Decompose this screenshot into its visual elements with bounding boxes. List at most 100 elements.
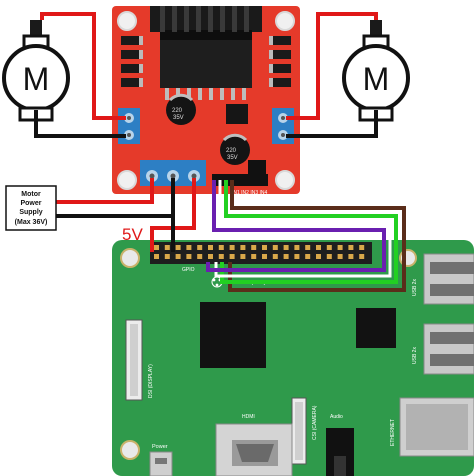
wire-motor-right-black: [286, 110, 378, 138]
gpio-pin: [348, 245, 354, 250]
chip-leg: [220, 88, 224, 100]
gpio-pin: [305, 254, 311, 259]
gpio-pin: [316, 245, 321, 250]
wire-motor-right-red: [286, 12, 378, 120]
gpio-label: GPIO: [182, 267, 195, 273]
diode-band: [269, 64, 273, 73]
diode: [269, 78, 291, 87]
gpio-pin: [348, 254, 354, 259]
diode-band: [269, 78, 273, 87]
capacitor-2: 220 35V: [220, 133, 250, 165]
wire-white: [214, 180, 392, 278]
heatsink-fin: [172, 6, 177, 32]
gpio-pin: [262, 254, 267, 259]
wire-purple: [206, 180, 386, 272]
diode: [121, 50, 143, 59]
heatsink-fin: [220, 6, 225, 32]
usb-port-top[interactable]: [423, 253, 474, 305]
gpio-pin: [272, 245, 278, 250]
power-port[interactable]: [149, 451, 173, 476]
gpio-pin: [251, 245, 257, 250]
input-pin-labels: IN1 IN2 IN3 IN4: [232, 190, 268, 196]
gpio-pin: [218, 254, 224, 259]
gpio-pin: [240, 254, 246, 259]
dsi-label: DSI (DISPLAY): [148, 364, 154, 398]
gpio-pin: [294, 254, 300, 259]
usb-controller-chip: [356, 308, 396, 348]
svg-text:35V: 35V: [173, 115, 184, 121]
motor-right-label: M: [363, 61, 390, 97]
svg-text:35V: 35V: [227, 155, 238, 161]
gpio-pin: [359, 245, 365, 250]
gpio-pin: [316, 254, 321, 259]
motor-left-label: M: [23, 61, 50, 97]
gpio-pin: [229, 254, 235, 259]
gpio-pin: [186, 254, 192, 259]
heatsink-fin: [184, 6, 189, 32]
gpio-pin: [175, 254, 181, 259]
gpio-pin: [262, 245, 267, 250]
gpio-pin: [337, 245, 343, 250]
diode: [269, 64, 291, 73]
gpio-pin: [208, 245, 213, 250]
motor-driver-board: 220 35V 220 35V: [112, 6, 300, 196]
diode-band: [139, 36, 143, 45]
gpio-pin: [283, 245, 289, 250]
diode: [121, 36, 143, 45]
svg-text:220: 220: [226, 148, 237, 154]
gpio-pin: [164, 245, 170, 250]
dsi-connector: [125, 319, 143, 401]
heatsink-fin: [196, 6, 201, 32]
usb-port-bottom[interactable]: [423, 323, 474, 375]
chip-leg: [242, 88, 246, 100]
diode-band: [139, 50, 143, 59]
gpio-pin: [294, 245, 300, 250]
power-label: Power: [152, 444, 168, 450]
hdmi-label: HDMI: [242, 414, 255, 420]
diode-band: [269, 36, 273, 45]
diode: [121, 78, 143, 87]
ethernet-port[interactable]: [399, 397, 474, 457]
chip-leg: [231, 88, 235, 100]
diode-band: [139, 64, 143, 73]
gpio-pin: [175, 245, 181, 250]
gpio-pin: [197, 254, 203, 259]
gpio-pin: [359, 254, 365, 259]
power-supply-line1: Motor: [21, 191, 41, 198]
terminal-motor-b: [272, 108, 294, 144]
audio-jack[interactable]: [326, 428, 354, 476]
gpio-pin: [164, 254, 170, 259]
csi-label: CSI (CAMERA): [312, 405, 318, 440]
l298n-chip: [160, 40, 252, 88]
gpio-pin: [240, 245, 246, 250]
wire-brown: [228, 180, 406, 292]
gpio-pin: [305, 245, 311, 250]
voltage-regulator: [226, 104, 248, 124]
gpio-pin: [208, 254, 213, 259]
chip-leg: [187, 88, 191, 100]
hdmi-port[interactable]: [215, 423, 293, 476]
power-supply-line3: Supply: [19, 209, 42, 216]
chip-leg: [209, 88, 213, 100]
power-supply-box: Motor Power Supply (Max 36V): [5, 185, 57, 231]
usb-bottom-label: USB 2x: [412, 347, 418, 364]
motor-left: M: [2, 20, 70, 122]
heatsink-fin: [244, 6, 249, 32]
heatsink-fin: [160, 6, 165, 32]
wires: [34, 12, 406, 292]
gpio-pin: [229, 245, 235, 250]
wire-motor-left-black: [34, 110, 126, 138]
wire-green: [220, 180, 398, 284]
gpio-pin: [272, 254, 278, 259]
diode: [269, 50, 291, 59]
chip-leg: [165, 88, 169, 100]
soc-chip: [200, 302, 266, 368]
heatsink-fin: [208, 6, 213, 32]
wire-motor-left-red: [40, 12, 126, 120]
diode: [269, 36, 291, 45]
five-volt-label: 5V: [122, 225, 143, 244]
motor-right: M: [342, 20, 410, 122]
gpio-pin: [218, 245, 224, 250]
gpio-pin: [154, 254, 159, 259]
